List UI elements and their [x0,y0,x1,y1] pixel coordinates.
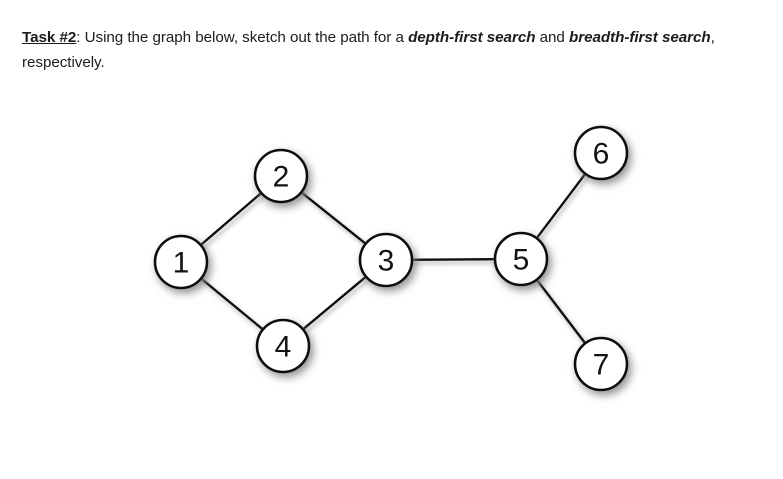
graph-node-circle-4 [255,318,311,374]
graph-node-label-7: 7 [593,349,610,382]
graph-node-4[interactable]: 4 [255,318,311,374]
graph-node-circle-3 [358,232,414,288]
graph-edge-5-6 [534,171,588,241]
graph-edge-5-7 [534,277,588,346]
task-prompt-tail: , respectively. [22,29,715,72]
emphasis-breadth-first-search: breadth-first search [568,29,711,47]
graph-edge-1-4 [198,276,266,332]
graph-edge-3-5 [409,257,498,262]
graph-node-5[interactable]: 5 [493,231,549,287]
graph-node-label-5: 5 [513,244,530,277]
graph-node-circle-7 [573,336,629,392]
graph-node-label-3: 3 [378,245,395,278]
graph-node-7[interactable]: 7 [573,336,629,392]
graph-node-2[interactable]: 2 [253,148,309,204]
task-prompt-intro: : Using the graph below, sketch out the … [76,29,409,47]
graph-node-3[interactable]: 3 [358,232,414,288]
graph-figure: 1 2 3 4 5 6 7 [0,70,783,479]
graph-node-circle-6 [573,125,629,181]
graph-edge-4-3 [300,274,369,332]
graph-node-label-6: 6 [593,138,610,171]
graph-node-label-1: 1 [173,247,190,280]
graph-node-circle-2 [253,148,309,204]
emphasis-depth-first-search: depth-first search [408,29,536,47]
graph-node-circle-5 [493,231,549,287]
task-prompt-conjunction: and [535,29,569,47]
graph-canvas: 1 2 3 4 5 6 7 [153,125,629,392]
graph-edges [198,171,588,346]
graph-edge-1-2 [198,190,264,248]
graph-node-1[interactable]: 1 [153,234,209,290]
graph-edge-2-3 [298,190,369,246]
graph-node-6[interactable]: 6 [573,125,629,181]
graph-nodes: 1 2 3 4 5 6 7 [153,125,629,392]
graph-node-circle-1 [153,234,209,290]
task-prompt: Task #2: Using the graph below, sketch o… [22,25,767,75]
graph-node-label-2: 2 [273,161,290,194]
graph-node-label-4: 4 [275,331,292,364]
task-label: Task #2 [22,29,77,47]
